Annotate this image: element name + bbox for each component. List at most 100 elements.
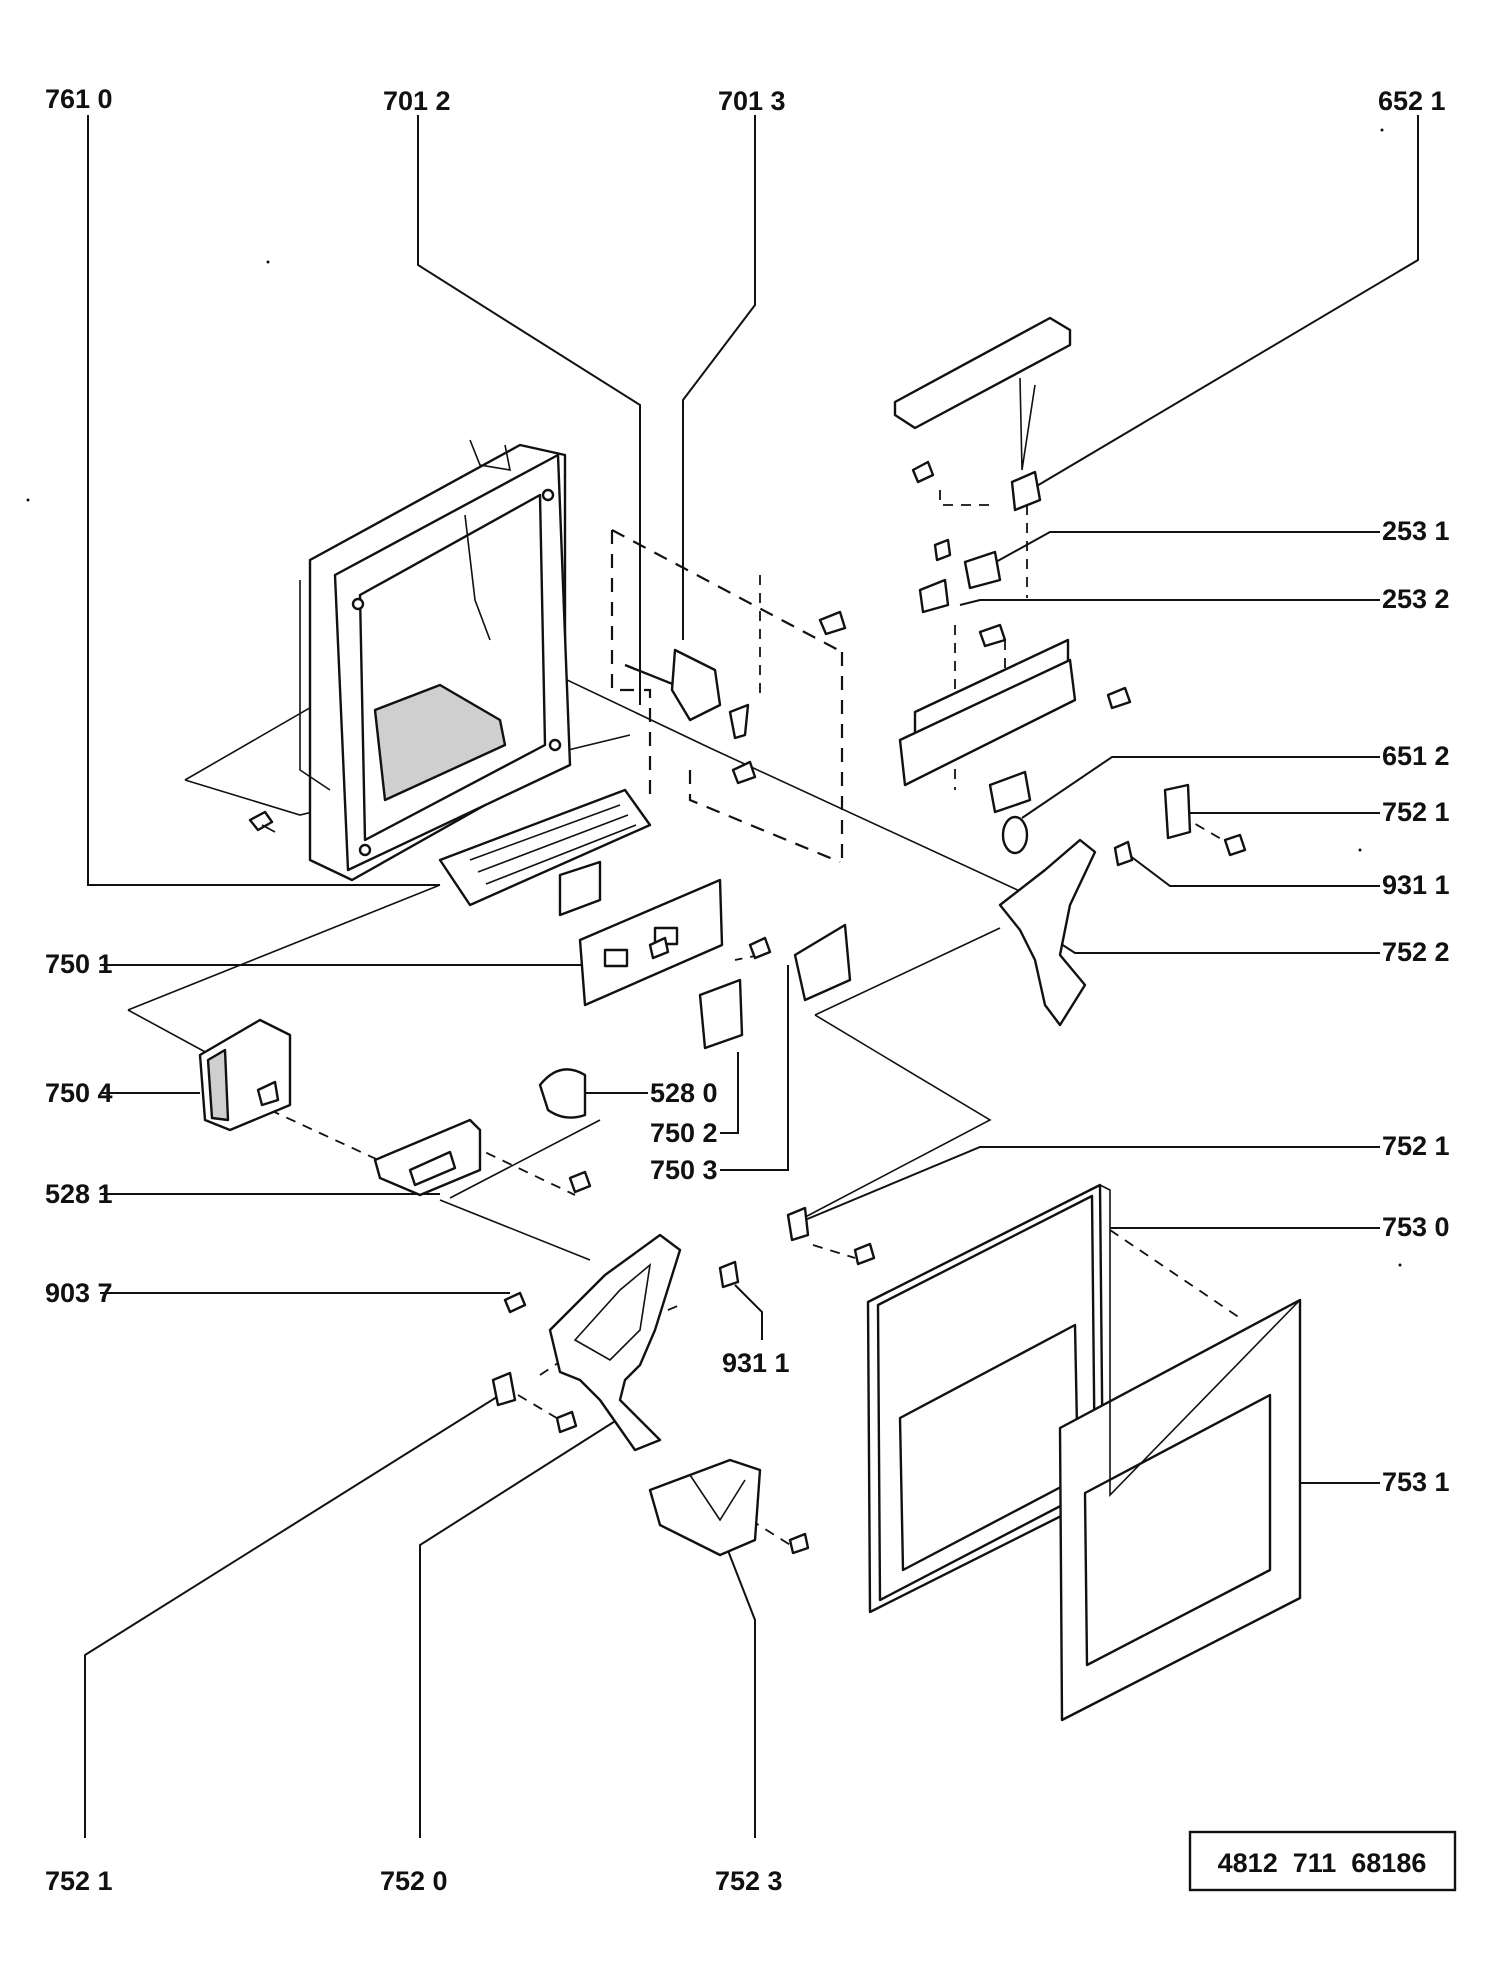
label-701-3: 701 3: [718, 86, 786, 116]
frame-753-1-window: [1083, 1393, 1272, 1667]
leader-750-3: [720, 965, 789, 1171]
clip-752-1-right: [1163, 783, 1192, 840]
bracket-528-1-slot: [408, 1150, 457, 1187]
reference-box: 4812 711 68186: [1188, 1830, 1457, 1892]
label-753-0: 753 0: [1382, 1212, 1450, 1242]
screw-mid: [731, 760, 757, 785]
frame-753-connector: [1099, 1184, 1301, 1497]
label-750-3: 750 3: [650, 1155, 718, 1185]
clip-752-1-mid: [786, 1206, 876, 1266]
grille-slots: [469, 804, 637, 885]
axis-line-4: [127, 884, 441, 1011]
screw-bracket: [1106, 686, 1132, 710]
label-752-1-bottom: 752 1: [45, 1866, 113, 1896]
leader-253-2: [959, 599, 1380, 606]
drip-grille: [438, 788, 652, 917]
label-752-3: 752 3: [715, 1866, 783, 1896]
spring-931-1-right: [1113, 840, 1134, 867]
housing-bolt-3: [358, 843, 372, 857]
switch-652-1: [1010, 470, 1042, 512]
screw-752-1-bottom: [555, 1410, 578, 1434]
label-750-1: 750 1: [45, 949, 113, 979]
panel-button: [648, 936, 670, 960]
clip-253: [978, 623, 1007, 648]
grille-plate: [438, 788, 652, 907]
top-right-parts: [893, 316, 1132, 855]
label-701-2: 701 2: [383, 86, 451, 116]
axis-line-7: [814, 927, 1001, 1016]
cup-body: [648, 1458, 762, 1557]
label-750-4: 750 4: [45, 1078, 113, 1108]
panel-assembly: [578, 878, 852, 1050]
dispenser-housing: [299, 439, 572, 882]
dash-cup: [734, 1509, 796, 1549]
label-253-1: 253 1: [1382, 516, 1450, 546]
leader-752-2: [1054, 939, 1380, 954]
lamp-holder-651: [988, 770, 1032, 814]
reference-number: 4812 711 68186: [1218, 1848, 1427, 1878]
dash-screw-mid: [812, 1244, 856, 1259]
lamp-651-2: [1001, 815, 1029, 855]
leader-701-2: [417, 115, 641, 705]
leader-752-1-mid: [804, 1146, 1380, 1221]
axis-line-8: [449, 1119, 601, 1199]
label-253-2: 253 2: [1382, 584, 1450, 614]
dash-frame: [1109, 1229, 1241, 1319]
dash-screw-1: [469, 1144, 576, 1196]
cup-752-3: [648, 1458, 810, 1557]
cup-cross: [689, 1474, 746, 1522]
cam-bracket: [373, 1068, 592, 1197]
housing-bolt-2: [541, 488, 555, 502]
frame-753-1: [1058, 1184, 1302, 1722]
label-752-2: 752 2: [1382, 937, 1450, 967]
housing-bolt-1: [351, 597, 365, 611]
switch-box-terminal: [256, 1080, 280, 1107]
label-651-2: 651 2: [1382, 741, 1450, 771]
leader-750-2: [720, 1052, 739, 1134]
reference-frame: [1188, 1830, 1457, 1892]
leader-752-1-bottom: [84, 1394, 501, 1838]
screw-528: [568, 1170, 592, 1194]
grille-label: [558, 860, 602, 917]
cover-750-2: [698, 978, 744, 1050]
lever-752-0-body: [548, 1233, 682, 1452]
housing-wire: [464, 514, 491, 641]
cam-528-0: [538, 1068, 587, 1119]
switch-box-750-4: [198, 1018, 292, 1132]
dash-bottom: [688, 770, 841, 864]
spring-931-1-bottom: [718, 1260, 740, 1289]
switch-wires: [1019, 377, 1036, 471]
label-931-1-bottom: 931 1: [722, 1348, 790, 1378]
dash-screw-top: [939, 490, 990, 506]
lever-752-0: [503, 1233, 740, 1452]
switch-253-1: [963, 550, 1002, 590]
switch-box-side: [206, 1048, 230, 1122]
leader-652-1: [1029, 115, 1419, 491]
screw-cup: [788, 1532, 810, 1555]
right-lever-assembly: [998, 783, 1247, 1027]
bracket-body: [898, 658, 1077, 787]
leader-651-2: [1021, 756, 1380, 819]
scan-dots: [26, 128, 1402, 1267]
screw-housing: [248, 810, 276, 833]
dash-screw-low: [517, 1394, 561, 1421]
lever-752-0-cutout: [573, 1263, 652, 1361]
label-903-7: 903 7: [45, 1278, 113, 1308]
leader-253-1: [984, 531, 1380, 569]
frame-753-0: [866, 1183, 1105, 1614]
leader-701-3: [682, 115, 756, 640]
label-752-1-mid: 752 1: [1382, 1131, 1450, 1161]
screw-752-1-right: [1223, 833, 1247, 857]
label-528-1: 528 1: [45, 1179, 113, 1209]
switch-253-2: [918, 578, 950, 614]
leader-752-3: [719, 1529, 756, 1838]
housing-side: [299, 580, 331, 791]
leader-761-0: [87, 115, 440, 886]
screw-253: [933, 538, 952, 562]
lever-tab: [728, 703, 750, 740]
label-750-2: 750 2: [650, 1118, 718, 1148]
bracket-528-1: [373, 1118, 482, 1197]
screw-top: [818, 610, 847, 636]
